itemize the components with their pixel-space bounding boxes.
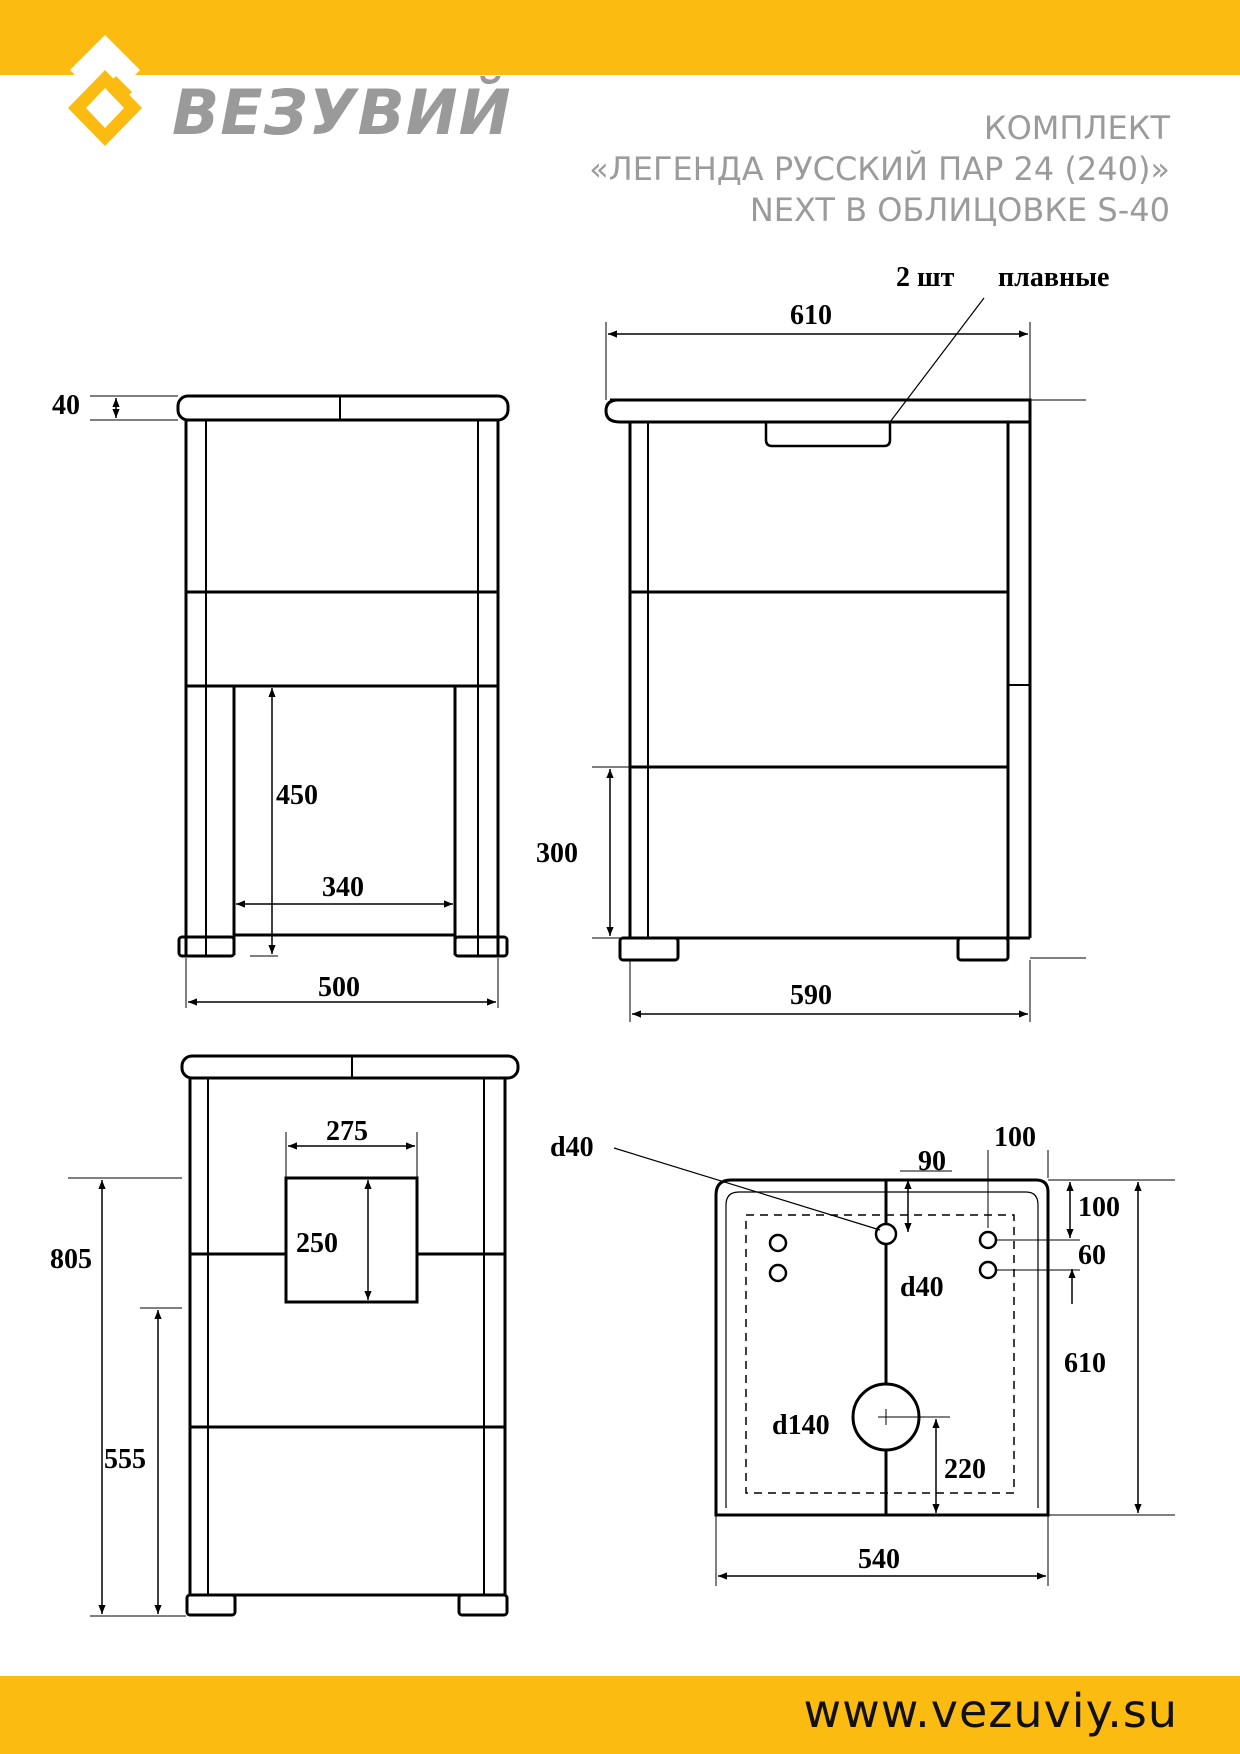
- front-dim-opening-height: 450: [276, 780, 318, 811]
- side-dim-lower-height: 300: [536, 838, 578, 869]
- website-link[interactable]: www.vezuviy.su: [803, 1684, 1178, 1738]
- top-dim-spacing-60: 60: [1078, 1240, 1106, 1271]
- rear-dim-height-lower: 555: [104, 1444, 146, 1475]
- top-dim-small-hole-callout: d40: [550, 1132, 594, 1163]
- top-dim-width: 540: [858, 1544, 900, 1575]
- front-view: [90, 394, 510, 1008]
- rear-dim-window-height: 250: [296, 1228, 338, 1259]
- side-dim-base-width: 590: [790, 980, 832, 1011]
- rear-dim-window-width: 275: [326, 1116, 368, 1147]
- title-line-1: КОМПЛЕКТ: [983, 109, 1170, 147]
- brand-name: ВЕЗУВИЙ: [172, 76, 512, 149]
- front-dim-opening-width: 340: [322, 872, 364, 903]
- rear-view: [68, 1054, 520, 1617]
- logo-diamond-icon: [68, 35, 142, 146]
- rear-dim-height-upper: 805: [50, 1244, 92, 1275]
- top-brand-bar: [0, 0, 1240, 75]
- bottom-brand-bar: [0, 1676, 1240, 1754]
- side-note-quantity: 2 шт: [896, 262, 955, 293]
- top-view: [613, 1147, 1175, 1586]
- side-dim-top-width: 610: [790, 300, 832, 331]
- top-dim-offset-220: 220: [944, 1454, 986, 1485]
- top-dim-small-hole: d40: [900, 1272, 944, 1303]
- top-dim-depth: 610: [1064, 1348, 1106, 1379]
- side-view: [592, 297, 1086, 1022]
- top-dim-offset-100-top: 100: [994, 1122, 1036, 1153]
- document-title: КОМПЛЕКТ «ЛЕГЕНДА РУССКИЙ ПАР 24 (240)» …: [589, 108, 1170, 231]
- top-dim-large-hole: d140: [772, 1410, 830, 1441]
- side-note-text: плавные: [998, 262, 1109, 293]
- title-line-2: «ЛЕГЕНДА РУССКИЙ ПАР 24 (240)»: [589, 150, 1170, 188]
- brand-logo: ВЕЗУВИЙ: [60, 30, 511, 180]
- front-dim-width: 500: [318, 972, 360, 1003]
- top-dim-offset-90: 90: [918, 1146, 946, 1177]
- front-dim-top-thickness: 40: [52, 390, 80, 421]
- title-line-3: NEXT В ОБЛИЦОВКЕ S-40: [749, 191, 1170, 229]
- top-dim-offset-100-side: 100: [1078, 1192, 1120, 1223]
